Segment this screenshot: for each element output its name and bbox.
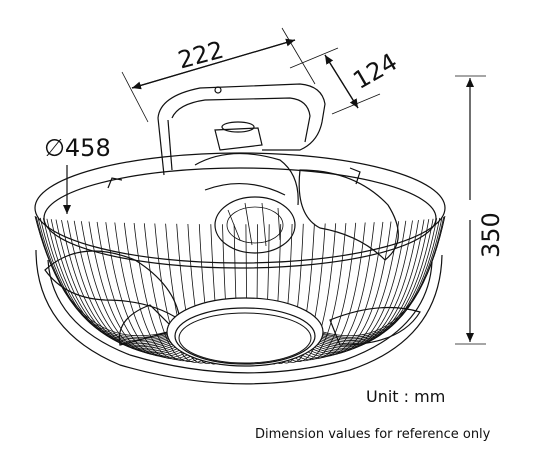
unit-label: Unit : mm: [366, 387, 445, 406]
diameter-dimension: ∅458: [44, 134, 111, 214]
guard-wire: [322, 215, 446, 337]
guard-bowl: [35, 249, 443, 385]
guard-wire: [50, 219, 174, 348]
depth-value: 124: [348, 48, 402, 95]
width-dimension: 222: [121, 27, 316, 123]
guard-wire: [322, 216, 445, 340]
diameter-value: ∅458: [44, 134, 111, 162]
guard-clip-right: [349, 167, 361, 185]
guard-wire: [114, 222, 198, 360]
screw-hole-icon: [214, 86, 222, 94]
guard-wire: [88, 221, 188, 356]
guard-top-ring: [34, 152, 446, 264]
guard-wire: [288, 222, 357, 361]
guard-wire: [61, 220, 178, 351]
height-dimension: 350: [455, 75, 505, 345]
height-value: 350: [477, 212, 505, 258]
guard-wire: [310, 220, 413, 352]
center-light-disc: [166, 297, 324, 367]
guard-wire: [314, 219, 425, 349]
guard-wire: [318, 218, 434, 346]
guard-wire: [73, 220, 183, 354]
guard-wire: [123, 222, 202, 361]
guard-wire: [295, 222, 375, 359]
width-value: 222: [175, 36, 226, 75]
guard-wires: [34, 215, 446, 366]
guard-wire: [80, 221, 185, 355]
guard-wire: [307, 220, 407, 354]
ceiling-fan-drawing: [34, 83, 446, 385]
motor-housing: [194, 121, 299, 254]
depth-dimension: 124: [289, 47, 402, 115]
guard-wire: [299, 221, 384, 357]
guard-wire: [96, 221, 191, 357]
mounting-bracket: [157, 83, 326, 176]
guard-clip-left: [107, 177, 123, 189]
disclaimer-note: Dimension values for reference only: [255, 427, 491, 442]
